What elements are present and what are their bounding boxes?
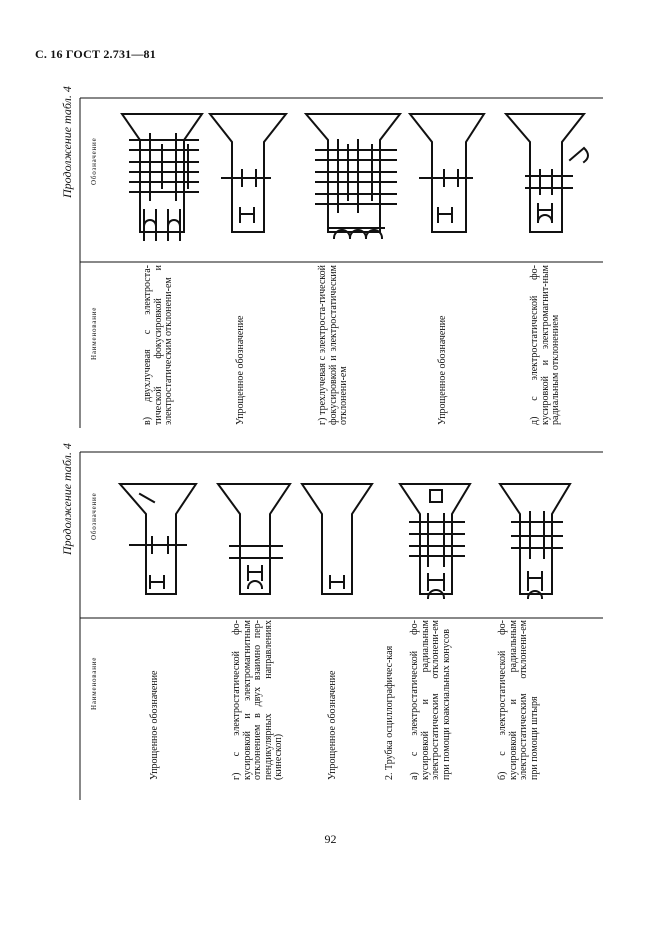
bottom-symbol-4 xyxy=(398,483,472,600)
top-symbol-3 xyxy=(303,113,403,240)
top-symbol-2 xyxy=(207,113,289,233)
bottom-symbol-3 xyxy=(300,483,374,595)
bottom-symbol-2 xyxy=(216,483,292,595)
page-number: 92 xyxy=(324,832,337,846)
bottom-symbol-5 xyxy=(498,483,572,600)
top-symbol-1 xyxy=(120,113,204,241)
top-symbol-5 xyxy=(503,113,589,233)
top-symbol-4 xyxy=(407,113,486,233)
page-header: С. 16 ГОСТ 2.731—81 xyxy=(35,47,156,61)
bottom-symbol-1 xyxy=(117,483,198,595)
